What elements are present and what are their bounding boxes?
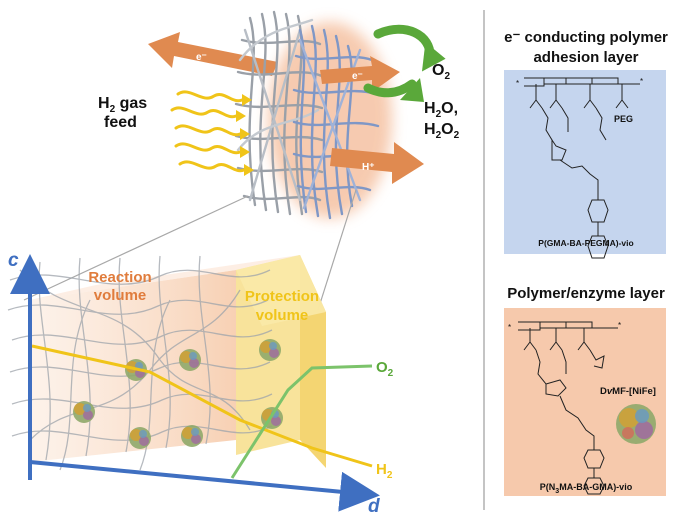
adhesion-star-left: *: [516, 79, 519, 88]
o2-curve-label: O2: [376, 359, 394, 379]
zoom-line-right: [317, 189, 357, 311]
enzyme-structure-icon: [616, 404, 656, 444]
electron-right-label: e⁻: [352, 71, 363, 82]
grey-fibre-block: [234, 10, 324, 216]
x-axis: [29, 460, 380, 512]
enzyme-star-right: *: [618, 321, 621, 330]
proton-label: H⁺: [362, 162, 375, 173]
volume-plot: c d Reaction volume Protection volume O2…: [7, 250, 394, 516]
adhesion-layer-panel: e⁻ conducting polymer adhesion layer * *…: [504, 29, 668, 259]
enzyme-name-label: DvMF-[NiFe]: [600, 386, 656, 397]
h2-feed-label-line2: feed: [104, 114, 137, 131]
adhesion-title-line1: e⁻ conducting polymer: [504, 29, 668, 46]
products-line1: H2O,: [424, 100, 458, 120]
o2-label: O2: [432, 62, 450, 82]
proton-arrow: [330, 142, 424, 184]
h2-feed-arrows: [170, 90, 246, 173]
adhesion-title-line2: adhesion layer: [533, 49, 638, 66]
enzyme-panel-title: Polymer/enzyme layer: [507, 285, 665, 302]
electron-arrow-left: [148, 32, 278, 76]
protection-volume-label-line1: Protection: [245, 288, 319, 305]
enzyme-layer-panel: Polymer/enzyme layer * * DvMF-[NiFe] P(N…: [504, 285, 666, 496]
protection-volume-label-line2: volume: [256, 307, 309, 324]
oxygen-arrow: [363, 24, 446, 102]
enzyme-panel-bg: [504, 308, 666, 496]
o2-concentration-line: [230, 364, 373, 479]
enzyme-structure: [518, 321, 618, 495]
electron-left-label: e⁻: [196, 52, 207, 63]
x-axis-label: d: [368, 496, 380, 516]
reaction-volume-label-line1: Reaction: [88, 269, 151, 286]
enzyme-star-left: *: [508, 323, 511, 332]
h2-feed-label-line1: H2 gas: [98, 95, 147, 115]
adhesion-star-right: *: [640, 77, 643, 86]
y-axis-label: c: [8, 250, 19, 271]
plot-fibre-mesh: [7, 255, 273, 471]
enzyme-polymer-name: P(N3MA-BA-GMA)-vio: [540, 482, 633, 495]
h2-concentration-line: [31, 344, 373, 468]
adhesion-polymer-name: P(GMA-BA-PEGMA)-vio: [538, 238, 633, 248]
products-line2: H2O2: [424, 121, 460, 141]
h2-curve-label: H2: [376, 461, 393, 481]
enzyme-particles: [73, 339, 283, 449]
reaction-volume-label-line2: volume: [94, 287, 147, 304]
peg-label: PEG: [614, 114, 633, 124]
adhesion-structure: [524, 77, 640, 259]
h2-feed-arrowheads: [236, 94, 254, 176]
zoom-line-left: [23, 195, 249, 301]
electron-arrow-right: [320, 56, 400, 92]
adhesion-panel-bg: [504, 70, 666, 254]
electrode-group: e⁻ e⁻ H⁺ H2 gas feed O2 H2O, H2O2: [23, 10, 460, 311]
